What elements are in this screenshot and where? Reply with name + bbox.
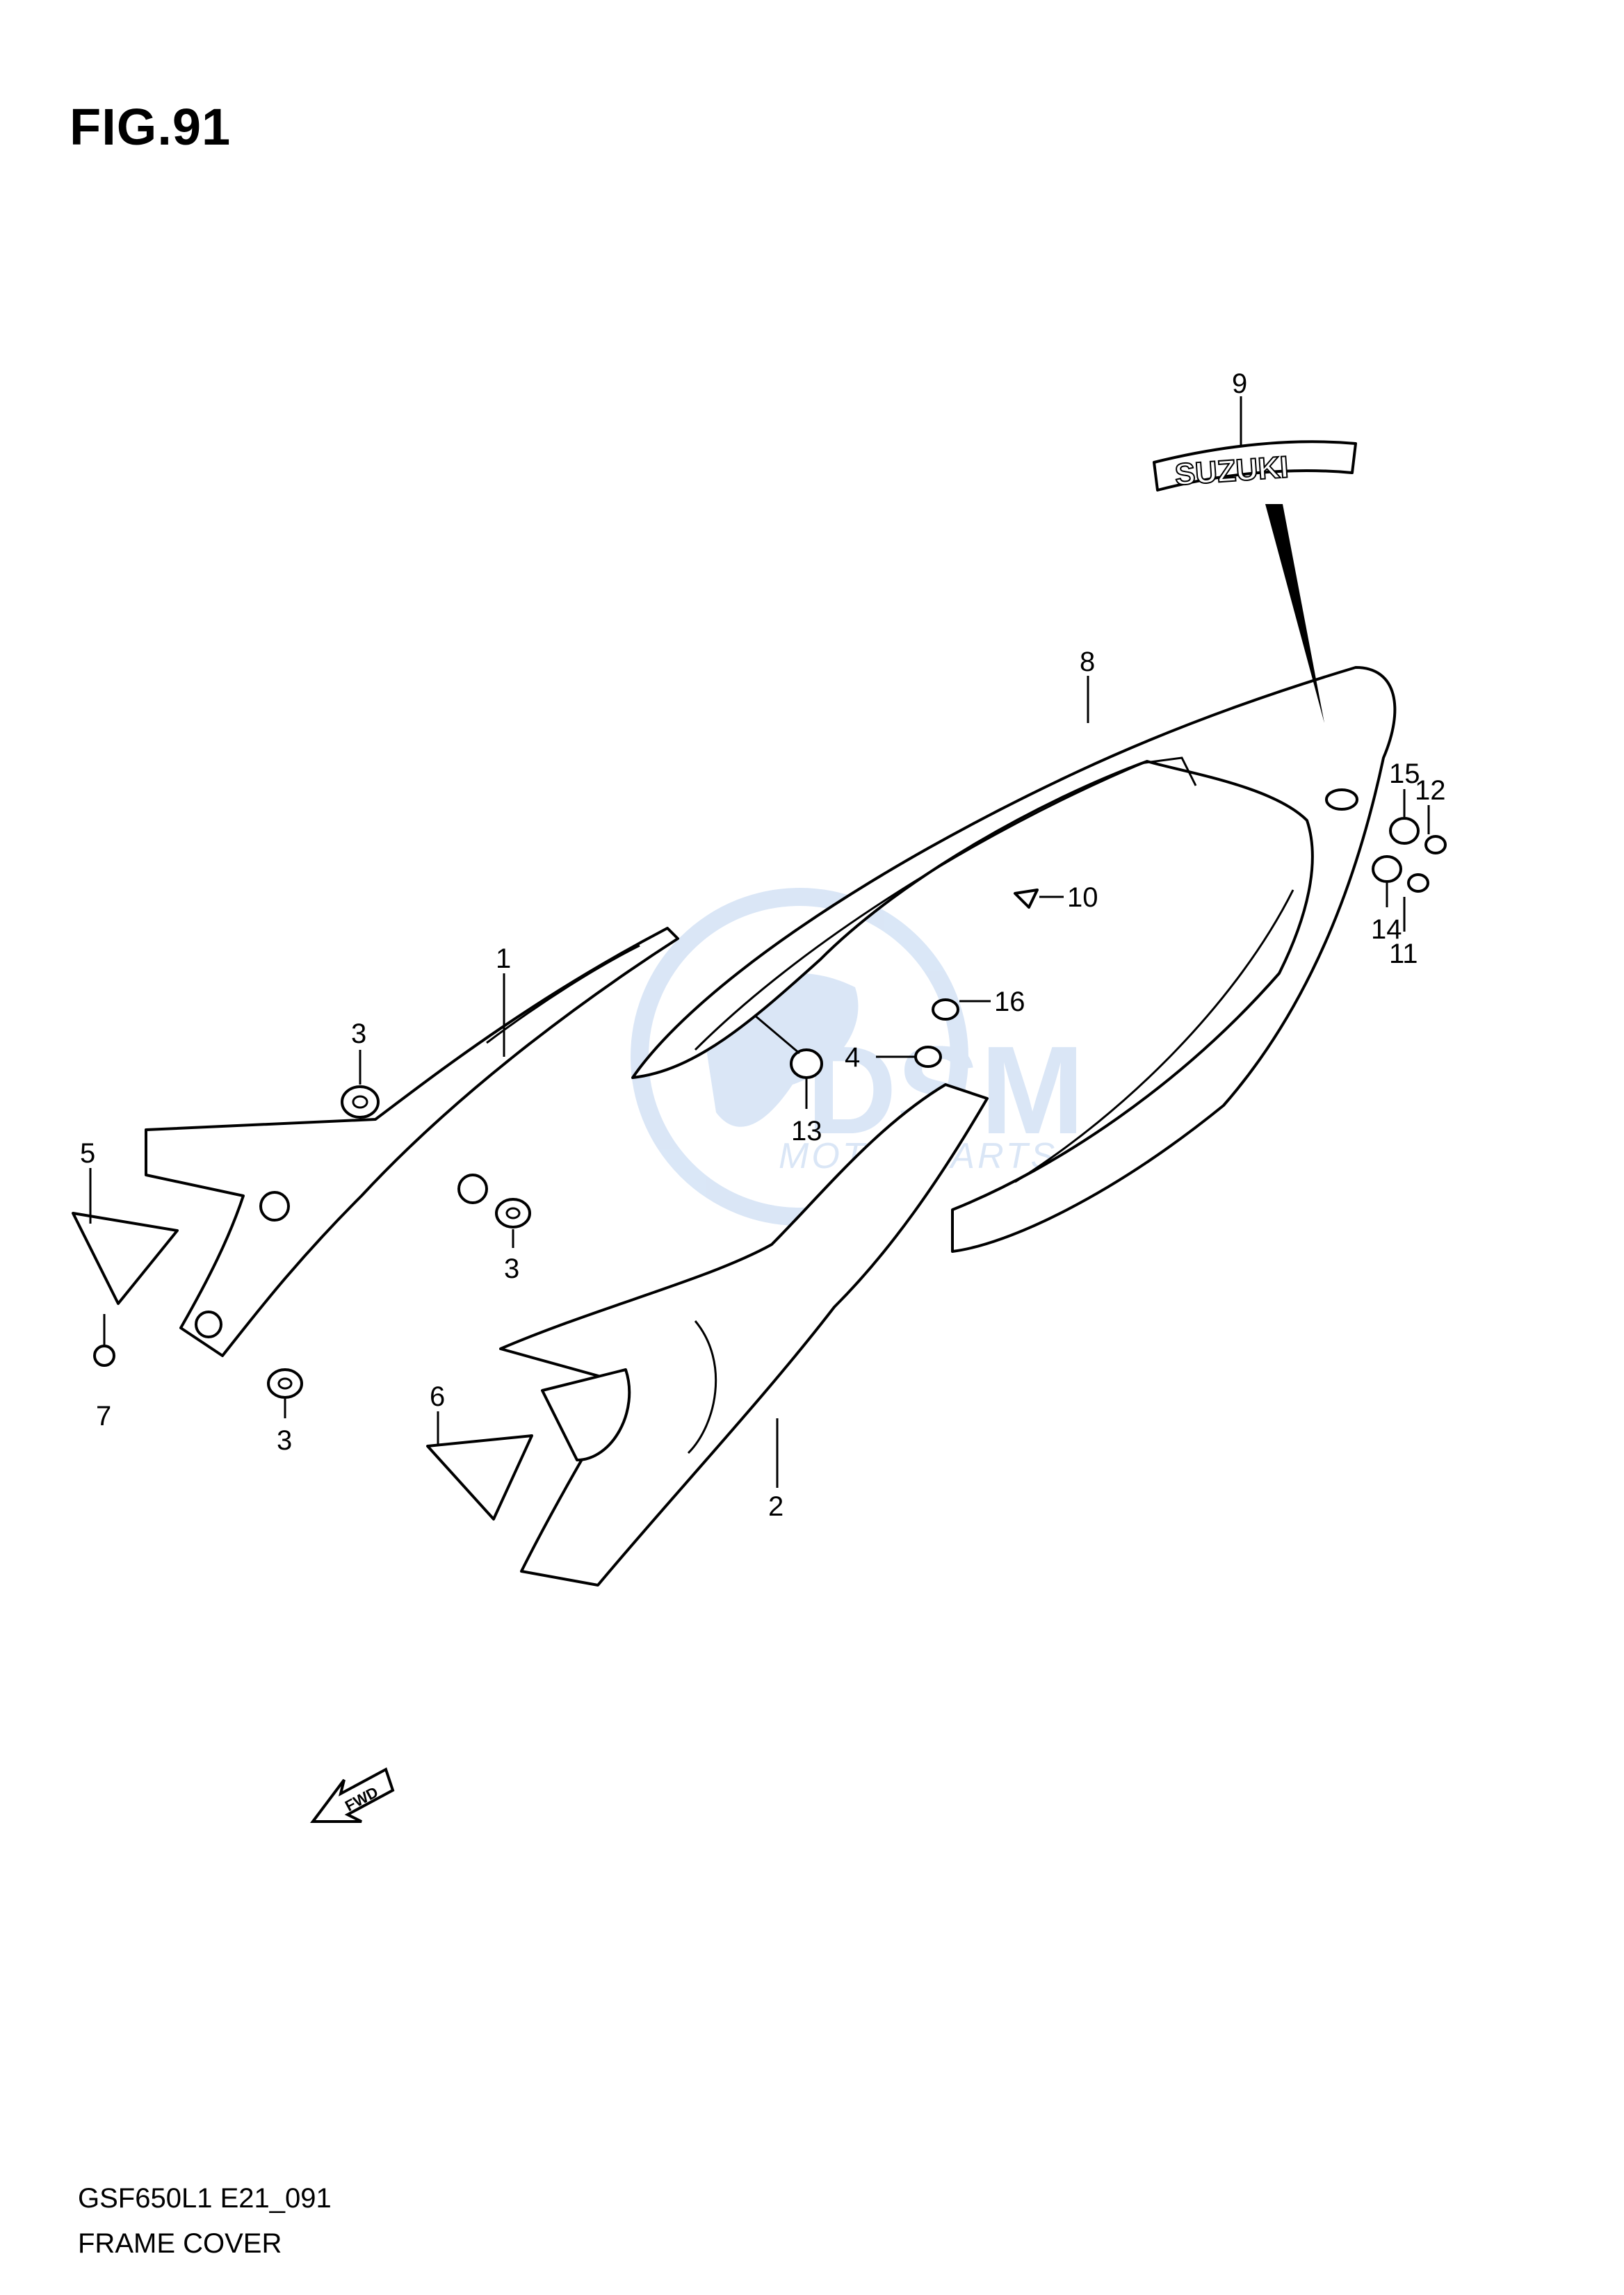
callout-3a: 3 — [351, 1019, 366, 1049]
emblem-text: SUZUKI — [1174, 450, 1290, 492]
part-6-trim — [426, 1434, 533, 1520]
nut-16 — [932, 998, 959, 1021]
callout-13: 13 — [791, 1116, 822, 1146]
callout-5: 5 — [80, 1138, 95, 1169]
grommet-15 — [1389, 817, 1420, 845]
screw-7 — [93, 1314, 115, 1367]
callout-9: 9 — [1232, 368, 1247, 399]
callout-15: 15 — [1389, 759, 1420, 789]
part-2-right-frame-cover — [499, 1083, 989, 1587]
grommet-3a — [341, 1085, 380, 1119]
collar-12 — [1424, 835, 1447, 854]
fwd-arrow-icon: FWD — [310, 1767, 395, 1823]
part-1-left-frame-cover — [145, 927, 679, 1357]
callout-3b: 3 — [504, 1254, 519, 1284]
callout-3c: 3 — [277, 1425, 292, 1456]
callout-10: 10 — [1067, 882, 1098, 913]
clip-10 — [1014, 889, 1039, 909]
callout-11: 11 — [1389, 939, 1418, 969]
callout-1: 1 — [496, 943, 511, 974]
callout-6: 6 — [430, 1381, 445, 1412]
model-code: GSF650L1 E21_091 — [78, 2183, 332, 2214]
callout-4: 4 — [845, 1042, 860, 1073]
grommet-14 — [1372, 855, 1402, 883]
callout-16: 16 — [994, 987, 1025, 1017]
grommet-3b — [495, 1198, 531, 1228]
callout-8: 8 — [1080, 647, 1095, 677]
emblem-9-suzuki: SUZUKI — [1153, 440, 1357, 723]
figure-title: FIG.91 — [70, 98, 232, 156]
callout-14: 14 — [1371, 914, 1402, 945]
leader-13b — [754, 1014, 800, 1055]
grommet-3c — [267, 1368, 303, 1399]
figure-caption: FRAME COVER — [78, 2228, 282, 2259]
callout-2: 2 — [768, 1491, 783, 1522]
grommet-13 — [790, 1048, 823, 1079]
part-5-bracket — [72, 1212, 179, 1305]
bolt-4 — [914, 1046, 942, 1068]
collar-11 — [1407, 873, 1429, 893]
callout-7: 7 — [96, 1401, 111, 1432]
callout-12: 12 — [1415, 775, 1446, 806]
part-8-tail-cover — [631, 666, 1397, 1253]
